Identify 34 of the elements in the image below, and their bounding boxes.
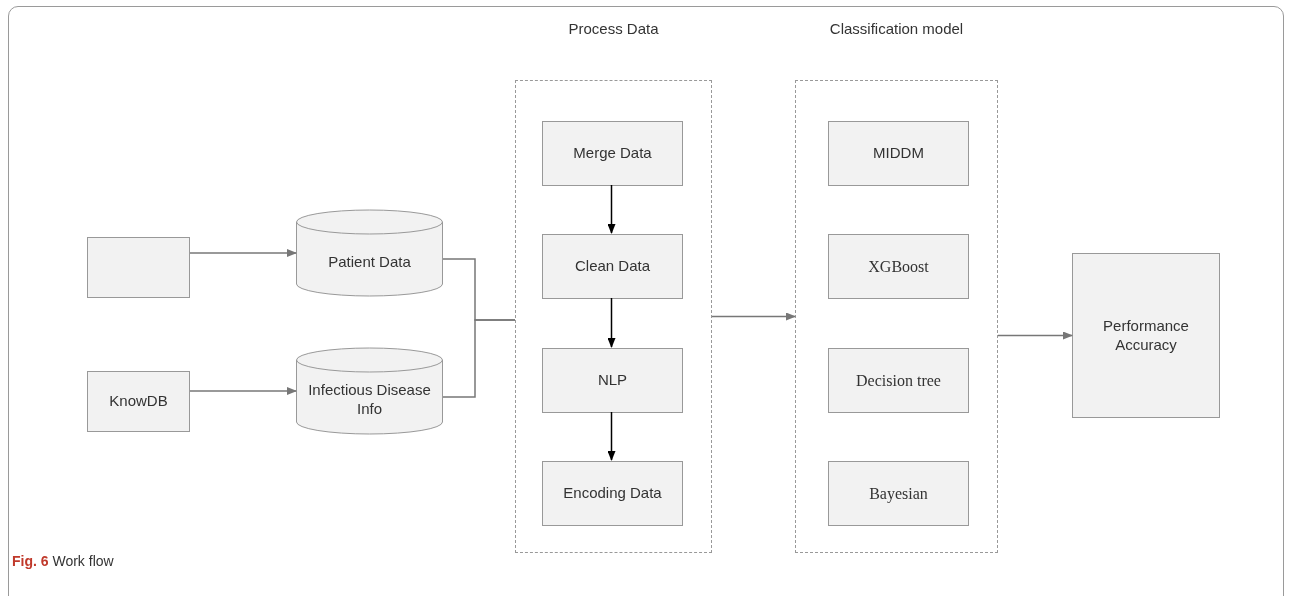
arrow: [189, 387, 297, 395]
arrow: [607, 184, 616, 234]
node-label: KnowDB: [109, 392, 168, 411]
process-box: [1072, 253, 1220, 418]
process-box: [87, 237, 190, 298]
process-box: [828, 121, 969, 186]
connector-line: [442, 319, 516, 398]
process-box: [542, 121, 683, 186]
process-box: [542, 461, 683, 526]
node-label: XGBoost: [868, 256, 929, 277]
node-label: Infectious Disease Info: [307, 381, 432, 419]
process-box: [87, 371, 190, 432]
group-heading: Process Data: [567, 19, 660, 39]
node-label: Encoding Data: [563, 484, 662, 503]
node-label: NLP: [597, 371, 628, 390]
arrow: [607, 411, 616, 461]
node-label: Merge Data: [573, 144, 652, 163]
node-label: Patient Data: [328, 252, 411, 272]
process-box: [828, 461, 969, 526]
process-box: [828, 348, 969, 413]
figure-caption: Fig. 6 Work flow: [12, 553, 114, 569]
arrow: [189, 249, 297, 257]
arrow: [997, 331, 1073, 340]
process-box: [828, 234, 969, 299]
node-label: Performance Accuracy: [1102, 316, 1190, 355]
node-label: MIDDM: [873, 144, 924, 163]
node-label: Bayesian: [869, 483, 928, 504]
group-heading: Classification model: [828, 19, 965, 39]
node-label: Decision tree: [856, 370, 941, 391]
arrow: [607, 297, 616, 348]
process-box: [542, 348, 683, 413]
process-box: [542, 234, 683, 299]
arrow: [711, 312, 796, 321]
node-label: Clean Data: [574, 257, 650, 276]
